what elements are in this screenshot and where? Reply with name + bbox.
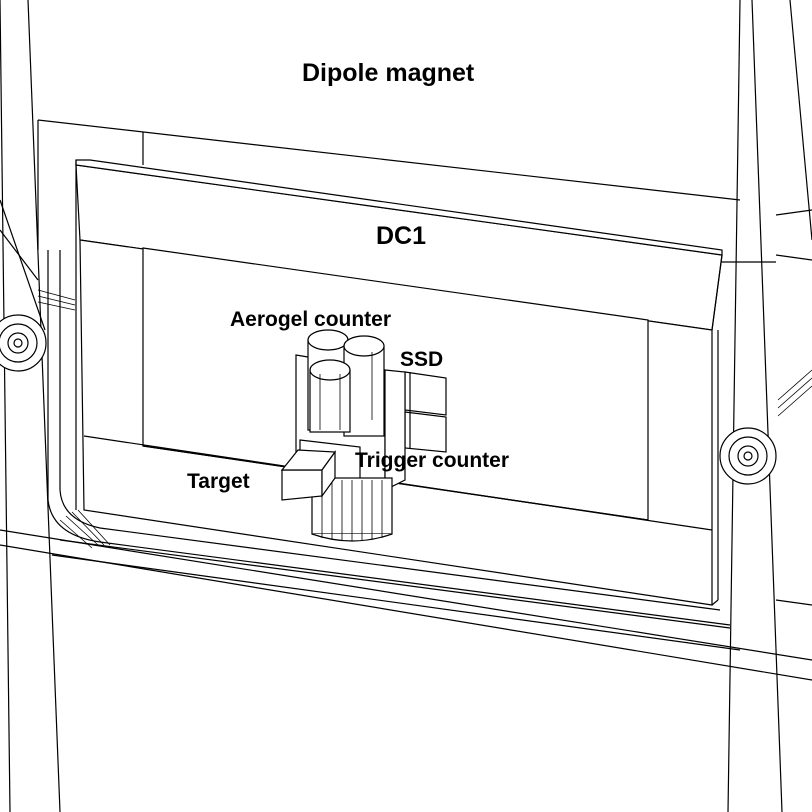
aerogel-cylinders <box>307 329 385 437</box>
label-target: Target <box>187 470 250 493</box>
label-dc1: DC1 <box>376 222 426 250</box>
label-trigger-counter: Trigger counter <box>355 449 509 472</box>
ssd-panels <box>404 371 447 453</box>
label-dipole-magnet: Dipole magnet <box>302 59 475 87</box>
label-aerogel-counter: Aerogel counter <box>230 308 391 331</box>
left-connector <box>0 314 47 372</box>
right-connector <box>719 427 777 485</box>
label-ssd: SSD <box>400 348 443 371</box>
target-box <box>280 449 337 501</box>
